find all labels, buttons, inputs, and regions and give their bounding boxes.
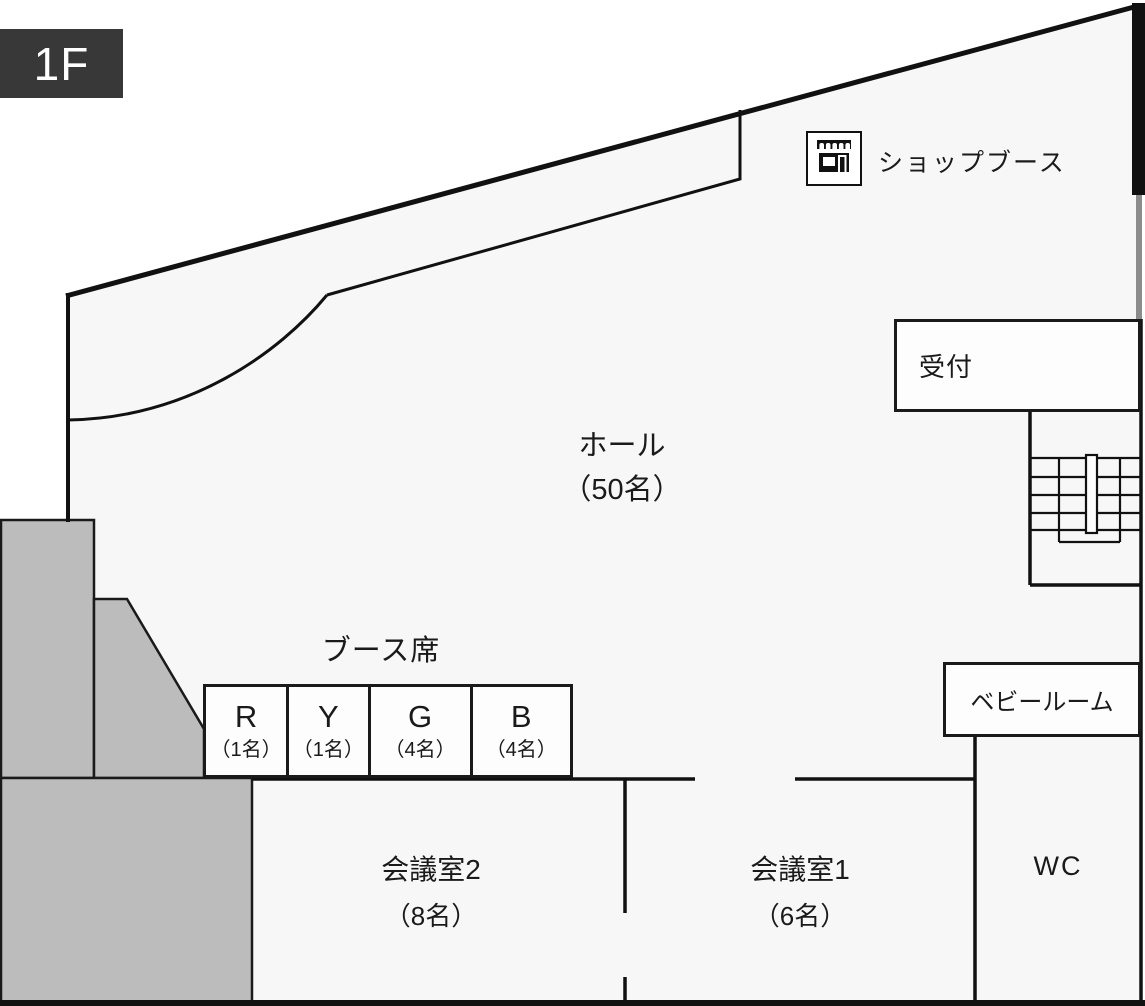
blocked-zone-lower-left [0,776,254,1005]
booth-g: G （4名） [367,687,470,775]
booth-b-capacity: （4名） [485,739,557,761]
wc-label: WC [1033,851,1083,881]
booth-b: B （4名） [469,687,570,775]
reception-label: 受付 [919,352,974,382]
floor-badge-label: 1F [33,37,90,90]
curved-partition [67,294,329,422]
booth-g-capacity: （4名） [384,739,456,761]
meeting-room-2-name: 会議室2 [381,854,481,885]
meeting-room-1-label: 会議室1 （6名） [650,847,950,939]
floor-badge: 1F [0,29,123,98]
baby-room: ベビールーム [943,662,1141,737]
booth-r: R （1名） [206,687,286,775]
inner-diagonal-partition [326,110,742,297]
booth-y-capacity: （1名） [292,739,364,761]
hall-name: ホール [578,430,666,462]
storefront-icon [813,136,855,181]
meeting-room-2-capacity: （8名） [384,901,478,931]
hall-capacity: （50名） [562,474,682,506]
bottom-black-bar [0,1000,1145,1006]
booth-y-letter: Y [318,699,339,734]
booth-g-letter: G [408,699,433,734]
shop-booth-marker [806,131,862,186]
booth-seats-title: ブース席 [321,635,441,667]
meeting-room-1-capacity: （6名） [753,901,847,931]
stair-handrail [1084,453,1099,535]
shop-booth-label: ショップブース [878,149,1066,177]
outer-diagonal-wall [65,4,1135,299]
meeting-room-2-label: 会議室2 （8名） [281,847,581,939]
baby-room-label: ベビールーム [970,689,1114,716]
right-black-bar [1132,3,1145,195]
blocked-zone-upper-left [0,518,96,780]
booth-b-letter: B [510,699,532,734]
right-gray-bar [1136,195,1142,319]
booth-seats-row: R （1名） Y （1名） G （4名） B （4名） [203,684,573,778]
booth-r-capacity: （1名） [210,739,282,761]
meeting-room-1-name: 会議室1 [750,854,850,885]
booth-y: Y （1名） [286,687,368,775]
stairwell-wall [1028,411,1141,587]
reception-room: 受付 [894,319,1141,412]
booth-r-letter: R [234,699,258,734]
hall-label: ホール （50名） [472,424,772,512]
stairs [1031,453,1140,544]
